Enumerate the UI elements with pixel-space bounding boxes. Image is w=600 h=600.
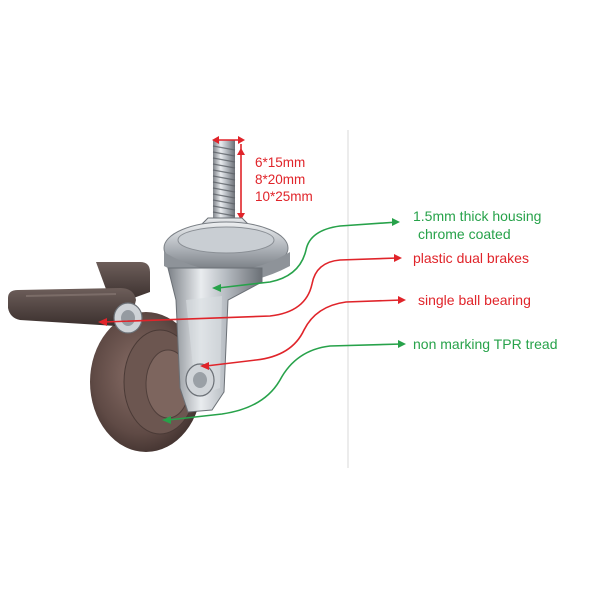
dimension-arrow — [212, 136, 245, 220]
wheel — [90, 312, 202, 452]
callout-tread: non marking TPR tread — [413, 336, 558, 352]
callout-housing-line2: chrome coated — [418, 226, 511, 242]
dimension-label: 8*20mm — [255, 172, 306, 187]
axle-bolt — [185, 363, 215, 397]
dimension-label: 6*15mm — [255, 155, 306, 170]
fork — [167, 267, 263, 413]
callout-brakes: plastic dual brakes — [413, 250, 529, 266]
brake-pedal — [8, 262, 150, 326]
callout-arrow-tread — [162, 340, 406, 424]
callout-arrow-housing — [212, 218, 400, 292]
callout-housing-line1: 1.5mm thick housing — [413, 208, 542, 224]
dimension-label: 10*25mm — [255, 189, 313, 204]
threaded-stem — [212, 140, 236, 222]
callout-bearing: single ball bearing — [418, 292, 531, 308]
dimension-list: 6*15mm 8*20mm 10*25mm — [255, 154, 313, 205]
callout-arrow-bearing — [200, 296, 406, 370]
callout-arrow-brakes — [98, 254, 402, 326]
brake-bolt — [113, 302, 143, 334]
